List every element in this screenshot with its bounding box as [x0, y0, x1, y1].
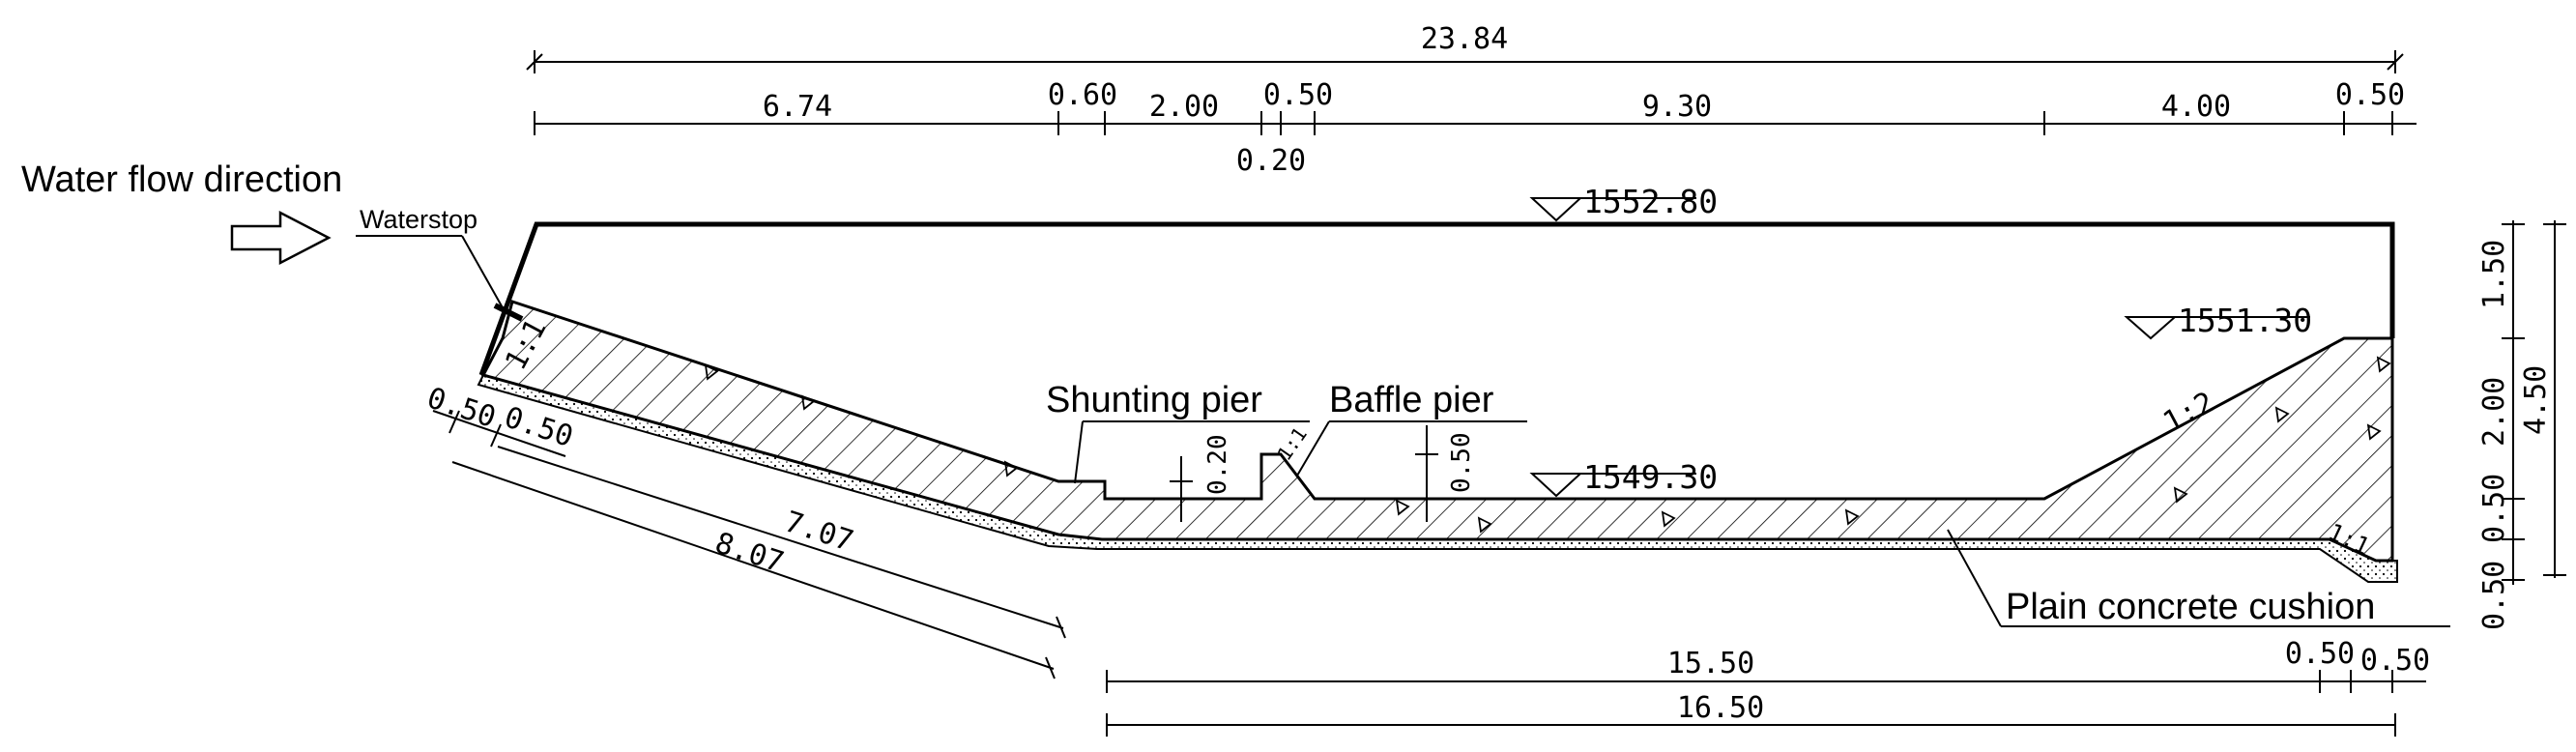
baffle-pier-leader — [1296, 420, 1330, 477]
dim-top-5: 9.30 — [1642, 90, 1712, 124]
cushion-label: Plain concrete cushion — [2006, 587, 2375, 627]
dim-right: 1.50 2.00 0.50 0.50 4.50 — [2477, 220, 2566, 630]
shunting-pier-leader — [1074, 420, 1084, 484]
dim-bottom-total: 16.50 — [1677, 691, 1764, 725]
dim-right-4: 0.50 — [2477, 561, 2511, 630]
dim-bottom: 15.50 0.50 0.50 16.50 — [1106, 637, 2430, 737]
cushion-leader — [1947, 529, 2002, 627]
dim-right-1: 1.50 — [2477, 240, 2511, 309]
dim-pier-heights: 0.20 0.50 — [1170, 425, 1476, 522]
dim-bottom-c: 0.50 — [2360, 644, 2430, 678]
shunting-pier-label: Shunting pier — [1046, 380, 1262, 420]
dim-left-a: 0.50 — [423, 381, 501, 435]
dim-right-total: 4.50 — [2519, 365, 2553, 435]
concrete-body — [480, 300, 2394, 563]
dim-bottom-b: 0.50 — [2285, 637, 2355, 671]
dim-right-3: 0.50 — [2477, 474, 2511, 543]
elevation-marker-floor: 1549.30 — [1529, 458, 1718, 498]
dim-top-2: 0.60 — [1048, 78, 1117, 112]
dim-slope-outer: 8.07 — [711, 526, 789, 580]
dim-left-slope: 0.50 0.50 7.07 8.07 — [423, 381, 1066, 680]
baffle-pier-label: Baffle pier — [1329, 380, 1494, 420]
waterstop-mark — [493, 303, 524, 322]
stilling-basin-body — [477, 221, 2398, 583]
water-profile-line — [478, 221, 2395, 376]
elevation-marker-top: 1552.80 — [1529, 183, 1718, 222]
dim-top-6: 4.00 — [2161, 90, 2231, 124]
dim-top-3: 2.00 — [1149, 90, 1219, 124]
elevation-triangle-icon — [2124, 316, 2178, 340]
dim-baffle-height: 0.50 — [1447, 432, 1476, 493]
flow-arrow-icon — [230, 210, 332, 266]
dim-top-1: 6.74 — [763, 90, 832, 124]
elevation-triangle-icon — [1529, 197, 1583, 222]
elevation-triangle-icon — [1529, 473, 1583, 498]
plain-concrete-cushion — [477, 373, 2398, 583]
dim-overall: 23.84 — [1421, 22, 1508, 56]
waterstop-leader — [461, 235, 506, 312]
aggregate-marks — [704, 356, 2391, 534]
flow-direction-label: Water flow direction — [21, 159, 342, 200]
dim-gap: 0.20 — [1236, 144, 1306, 178]
elevation-floor: 1549.30 — [1583, 458, 1718, 496]
waterstop-label: Waterstop — [360, 205, 478, 234]
elevation-end-sill: 1551.30 — [2178, 302, 2312, 339]
dim-bottom-a: 15.50 — [1667, 647, 1754, 680]
dim-top-4: 0.50 — [1263, 78, 1333, 112]
dim-overall-top: 23.84 — [526, 22, 2404, 73]
dim-right-2: 2.00 — [2477, 377, 2511, 447]
dim-top-7: 0.50 — [2335, 78, 2405, 112]
dim-chain-top: 6.74 0.60 2.00 0.50 9.30 4.00 0.50 0.20 — [534, 78, 2417, 178]
elevation-top: 1552.80 — [1583, 183, 1718, 220]
dim-shunting-height: 0.20 — [1203, 434, 1232, 495]
elevation-marker-end-sill: 1551.30 — [2124, 302, 2312, 340]
